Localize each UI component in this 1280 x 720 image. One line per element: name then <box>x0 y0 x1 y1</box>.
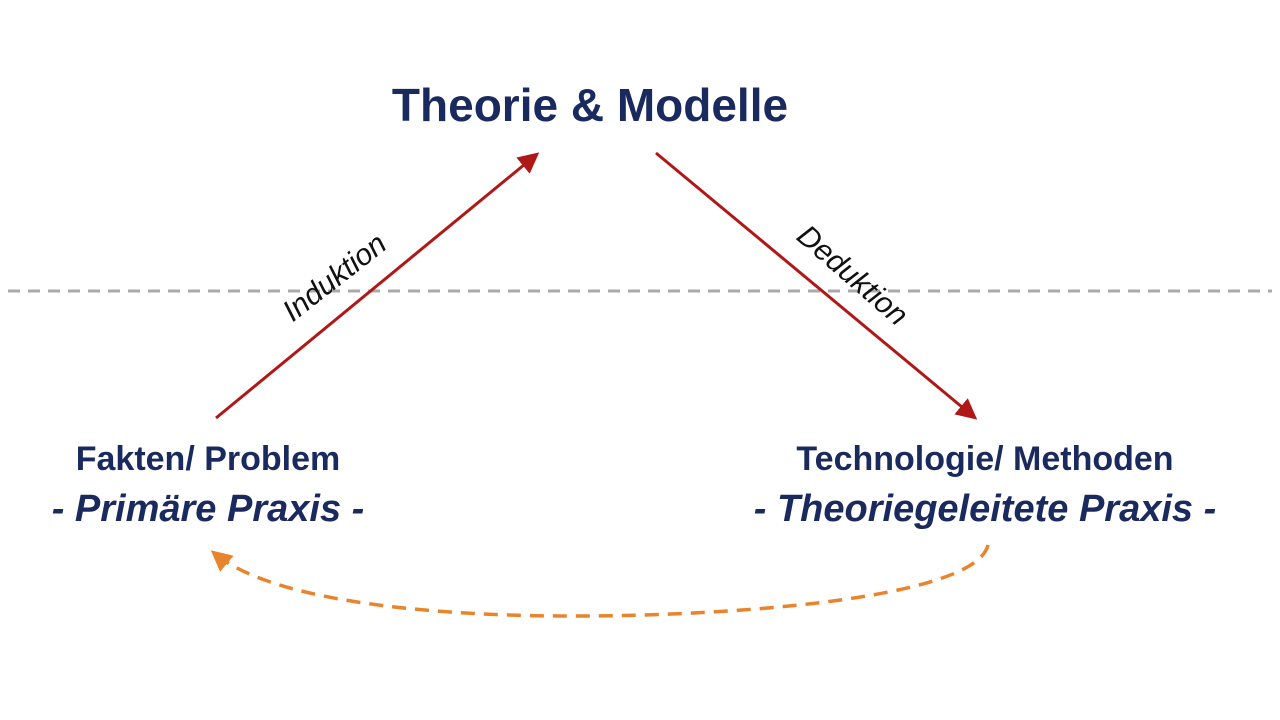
theory-guided-practice-subtitle: - Theoriegeleitete Praxis - <box>753 488 1217 530</box>
technology-methods-label: Technologie/ Methoden <box>796 440 1174 478</box>
induction-arrow <box>215 152 540 420</box>
facts-problem-label: Fakten/ Problem <box>75 440 341 478</box>
deduction-arrow-line <box>655 151 978 420</box>
primary-practice-subtitle: - Primäre Praxis - <box>51 488 365 530</box>
feedback-arrow <box>210 544 990 618</box>
theory-models-title: Theorie & Modelle <box>391 79 789 131</box>
